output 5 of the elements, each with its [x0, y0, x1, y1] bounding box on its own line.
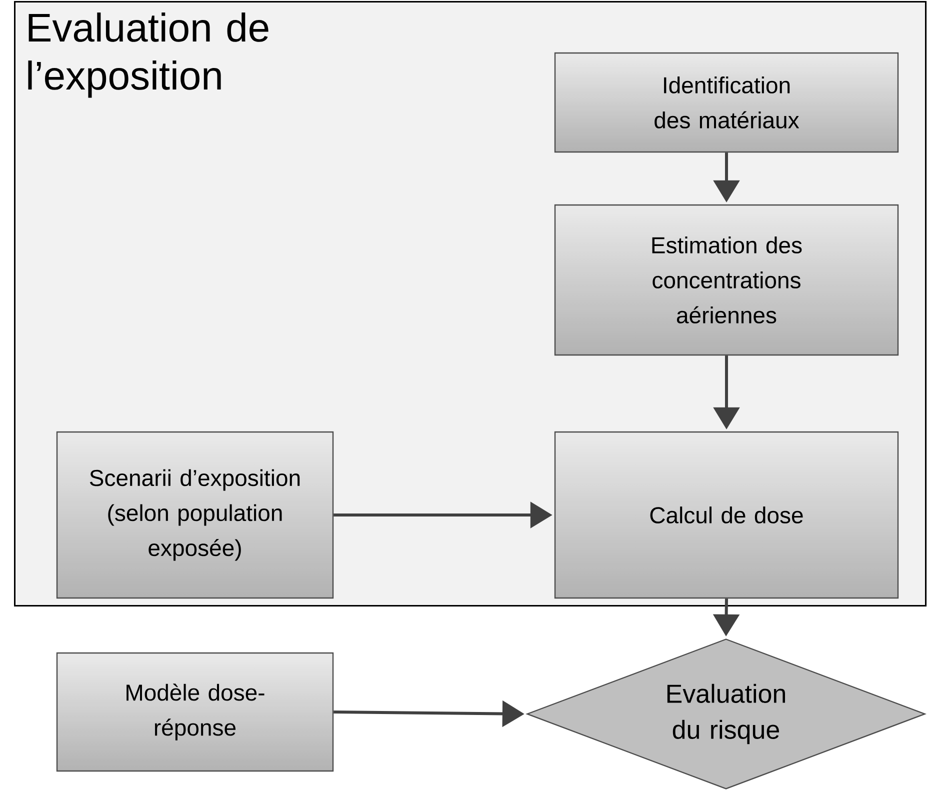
- process-box: Estimation des concentrations aériennes: [554, 204, 899, 356]
- process-box: Scenarii d’exposition (selon population exposée): [56, 431, 334, 599]
- process-box: Modèle dose-réponse: [56, 652, 334, 772]
- process-box: Identification des matériaux: [554, 52, 899, 153]
- process-box: Calcul de dose: [554, 431, 899, 599]
